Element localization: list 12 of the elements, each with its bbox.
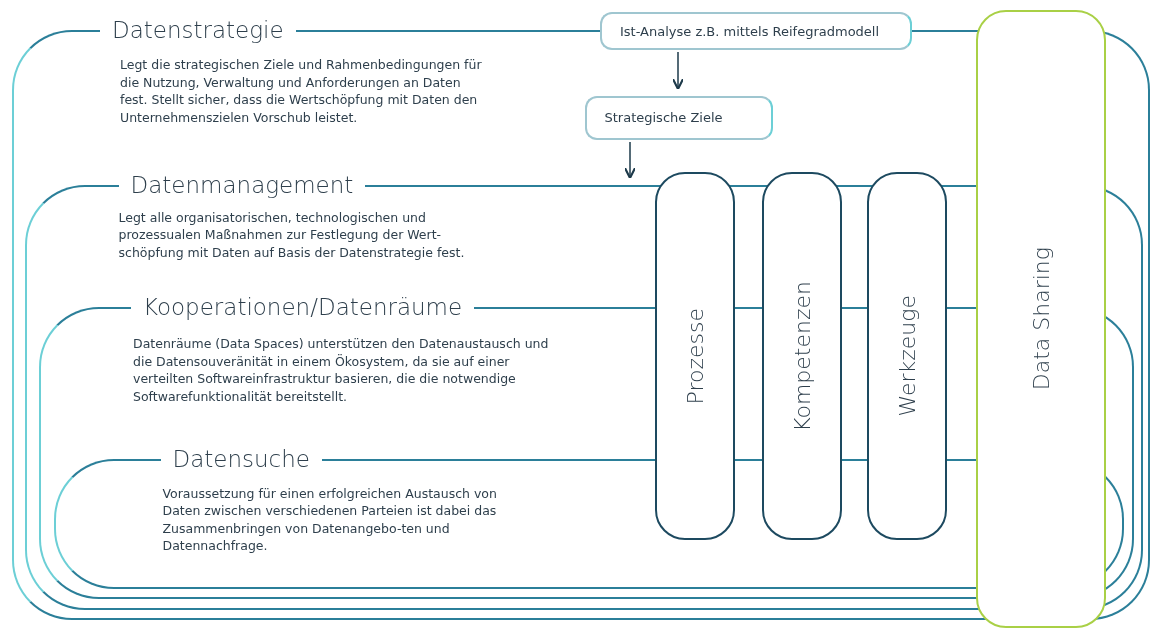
process-box: Ist-Analyse z.B. mittels Reifegradmodell	[600, 12, 912, 50]
arrow	[623, 141, 637, 180]
arrow	[671, 51, 685, 91]
layer-description: Voraussetzung für einen erfolgreichen Austausch von Daten zwischen verschiedenen Parteien ist dabei das Zusammenbringen von Datenangebo-ten und Datennachfrage.	[162, 484, 498, 555]
process-box: Strategische Ziele	[584, 95, 773, 140]
pillar-label: Data Sharing	[1028, 247, 1054, 391]
layer-description: Legt alle organisatorischen, technologischen und prozessualen Maßnahmen zur Festlegung der Wert-schöpfung mit Daten auf Basis der Datenstrategie fest.	[118, 208, 466, 261]
layer-description: Datenräume (Data Spaces) unterstützen den Datenaustausch und die Datensouveränität in einem Ökosystem, da sie auf einer verteilten Softwareinfrastruktur basieren, die die notwendige Softwarefunktionalität bereitstellt.	[133, 335, 550, 405]
pillar-label: Prozesse	[682, 307, 708, 405]
layer-description: Legt die strategischen Ziele und Rahmenbedingungen für die Nutzung, Verwaltung und Anforderungen an Daten fest. Stellt sicher, dass die Wertschöpfung mit Daten den Unternehmenszielen Vorschub leistet.	[120, 56, 482, 126]
pillar-label: Werkzeuge	[894, 295, 920, 417]
pillar-label: Kompetenzen	[789, 280, 815, 432]
